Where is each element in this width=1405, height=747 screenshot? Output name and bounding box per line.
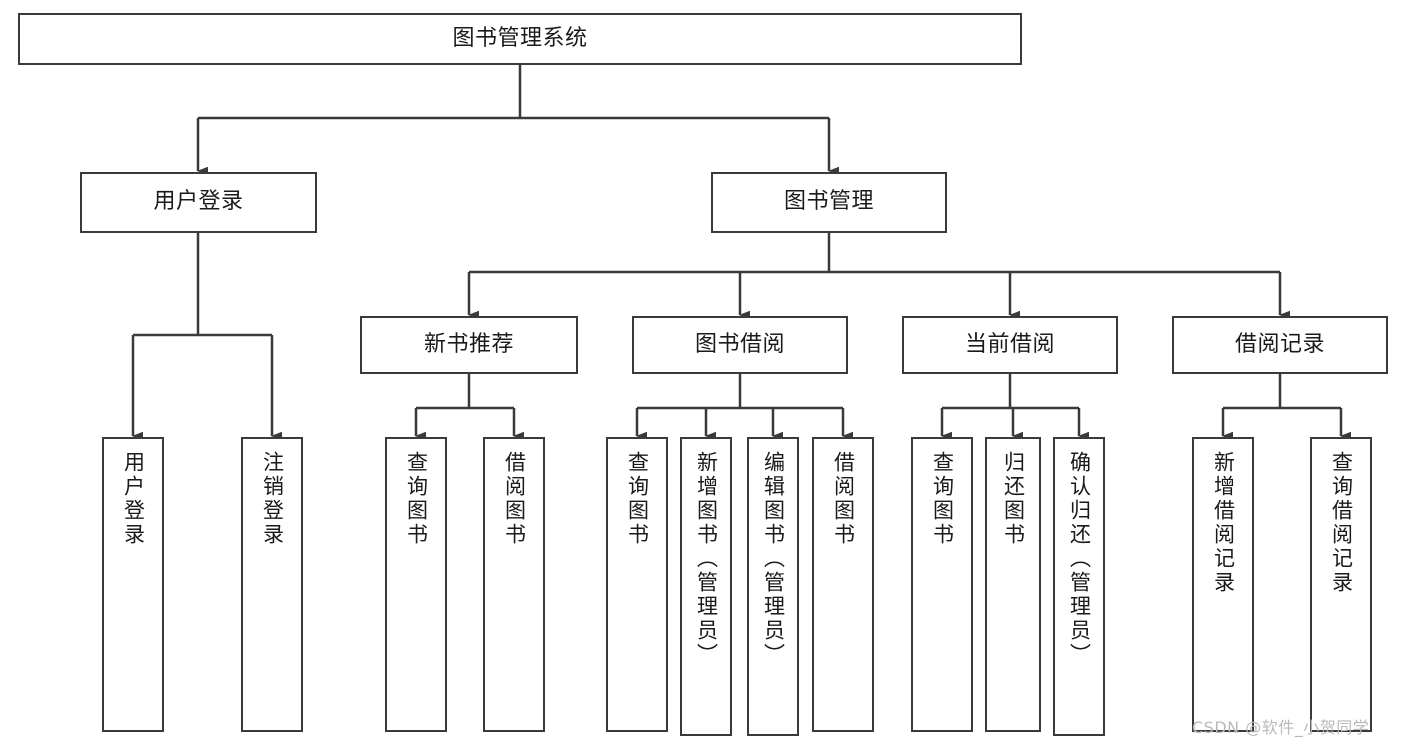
node-leaf-query-book-cur-label: 查询图书 xyxy=(930,451,955,547)
node-current-borrow[interactable]: 当前借阅 xyxy=(902,316,1118,374)
node-leaf-add-borrow-record-label: 新增借阅记录 xyxy=(1211,451,1236,595)
node-root-label: 图书管理系统 xyxy=(452,25,588,51)
node-root[interactable]: 图书管理系统 xyxy=(18,13,1022,65)
node-user-login[interactable]: 用户登录 xyxy=(80,172,317,233)
node-book-manage[interactable]: 图书管理 xyxy=(711,172,947,233)
node-leaf-query-borrow-record[interactable]: 查询借阅记录 xyxy=(1310,437,1372,732)
node-leaf-return-book[interactable]: 归还图书 xyxy=(985,437,1041,732)
node-leaf-edit-book-admin[interactable]: 编辑图书（管理员） xyxy=(747,437,799,736)
node-leaf-query-book-borrow-label: 查询图书 xyxy=(625,451,650,547)
node-leaf-user-logout[interactable]: 注销登录 xyxy=(241,437,303,732)
node-leaf-confirm-return-admin[interactable]: 确认归还（管理员） xyxy=(1053,437,1105,736)
node-leaf-query-book-rec-label: 查询图书 xyxy=(404,451,429,547)
node-leaf-borrow-book-rec[interactable]: 借阅图书 xyxy=(483,437,545,732)
node-leaf-borrow-book-rec-label: 借阅图书 xyxy=(502,451,527,547)
node-book-manage-label: 图书管理 xyxy=(783,189,874,215)
csdn-watermark: CSDN @软件_小贺同学 xyxy=(1192,718,1370,737)
node-leaf-query-book-borrow[interactable]: 查询图书 xyxy=(606,437,668,732)
node-borrow-record-label: 借阅记录 xyxy=(1234,331,1325,357)
node-current-borrow-label: 当前借阅 xyxy=(964,331,1055,357)
node-leaf-return-book-label: 归还图书 xyxy=(1001,451,1026,547)
node-leaf-confirm-return-admin-label: 确认归还（管理员） xyxy=(1067,451,1092,667)
node-leaf-query-borrow-record-label: 查询借阅记录 xyxy=(1329,451,1354,595)
node-leaf-user-logout-label: 注销登录 xyxy=(260,451,285,547)
node-leaf-user-login[interactable]: 用户登录 xyxy=(102,437,164,732)
node-user-login-label: 用户登录 xyxy=(153,189,244,215)
node-leaf-borrow-book-label: 借阅图书 xyxy=(831,451,856,547)
node-leaf-user-login-label: 用户登录 xyxy=(121,451,146,547)
node-leaf-add-book-admin[interactable]: 新增图书（管理员） xyxy=(680,437,732,736)
node-leaf-query-book-rec[interactable]: 查询图书 xyxy=(385,437,447,732)
node-book-borrow-label: 图书借阅 xyxy=(694,331,785,357)
node-leaf-query-book-cur[interactable]: 查询图书 xyxy=(911,437,973,732)
node-leaf-add-book-admin-label: 新增图书（管理员） xyxy=(694,451,719,667)
node-new-book-rec[interactable]: 新书推荐 xyxy=(360,316,578,374)
node-borrow-record[interactable]: 借阅记录 xyxy=(1172,316,1388,374)
node-book-borrow[interactable]: 图书借阅 xyxy=(632,316,848,374)
node-leaf-add-borrow-record[interactable]: 新增借阅记录 xyxy=(1192,437,1254,732)
node-leaf-borrow-book[interactable]: 借阅图书 xyxy=(812,437,874,732)
node-new-book-rec-label: 新书推荐 xyxy=(423,331,514,357)
node-leaf-edit-book-admin-label: 编辑图书（管理员） xyxy=(761,451,786,667)
